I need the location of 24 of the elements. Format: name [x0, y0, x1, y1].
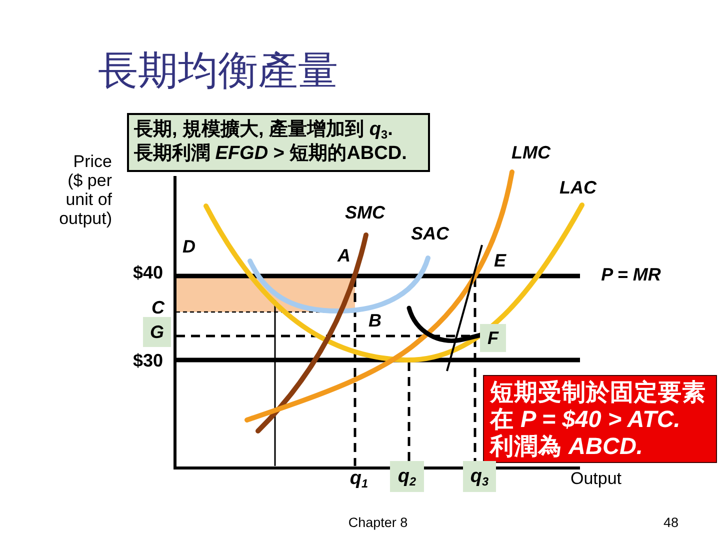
axis-title: Price ($ per unit of output) — [58, 152, 112, 228]
curve-label: LAC — [560, 178, 596, 198]
tick-label: q$_{1}$ — [350, 468, 368, 490]
axis-title: Output — [570, 469, 622, 489]
point-label: D — [182, 236, 196, 258]
point-label: C — [152, 298, 164, 318]
curve-label: LMC — [512, 142, 550, 164]
callout-box: 長期, 規模擴大, 產量增加到 q$_{3}$. 長期利潤 EFGD > 短期的ABCD. — [127, 113, 430, 172]
tick-label: q$_{3}$ — [463, 461, 496, 492]
curve-label: SMC — [345, 202, 385, 224]
curve-label: SAC — [411, 224, 449, 244]
tick-label: $40 — [132, 262, 164, 284]
callout-box: 短期受制於固定要素在 P = $40 > ATC. 利潤為 ABCD. — [483, 375, 717, 463]
slide-title: 長期均衡產量 — [98, 51, 338, 91]
point-label: E — [494, 250, 506, 272]
tick-label: q$_{2}$ — [390, 461, 424, 492]
point-label: G — [143, 317, 171, 347]
point-label: A — [338, 246, 350, 266]
footer-text: Chapter 8 — [348, 515, 408, 531]
point-label: F — [480, 324, 506, 352]
tick-label: $30 — [132, 350, 164, 372]
point-label: B — [368, 310, 382, 332]
curve-label: P = MR — [601, 264, 661, 286]
page-number: 48 — [663, 515, 679, 531]
